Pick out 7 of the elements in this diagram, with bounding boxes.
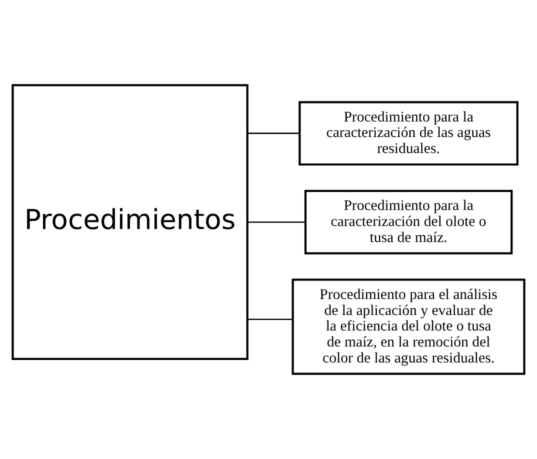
node-box: Procedimientos	[12, 84, 248, 360]
node-box: Procedimiento para la caracterización de las aguas residuales.	[298, 101, 518, 166]
node-box: Procedimiento para el análisis de la aplicación y evaluar de la eficiencia del olote o tusa de maíz, en la remoción del color de las aguas residuales.	[292, 278, 526, 375]
connector	[248, 132, 300, 134]
connector	[248, 221, 306, 223]
node-box: Procedimiento para la caracterización del olote o tusa de maíz.	[304, 190, 513, 254]
connector	[248, 318, 293, 320]
